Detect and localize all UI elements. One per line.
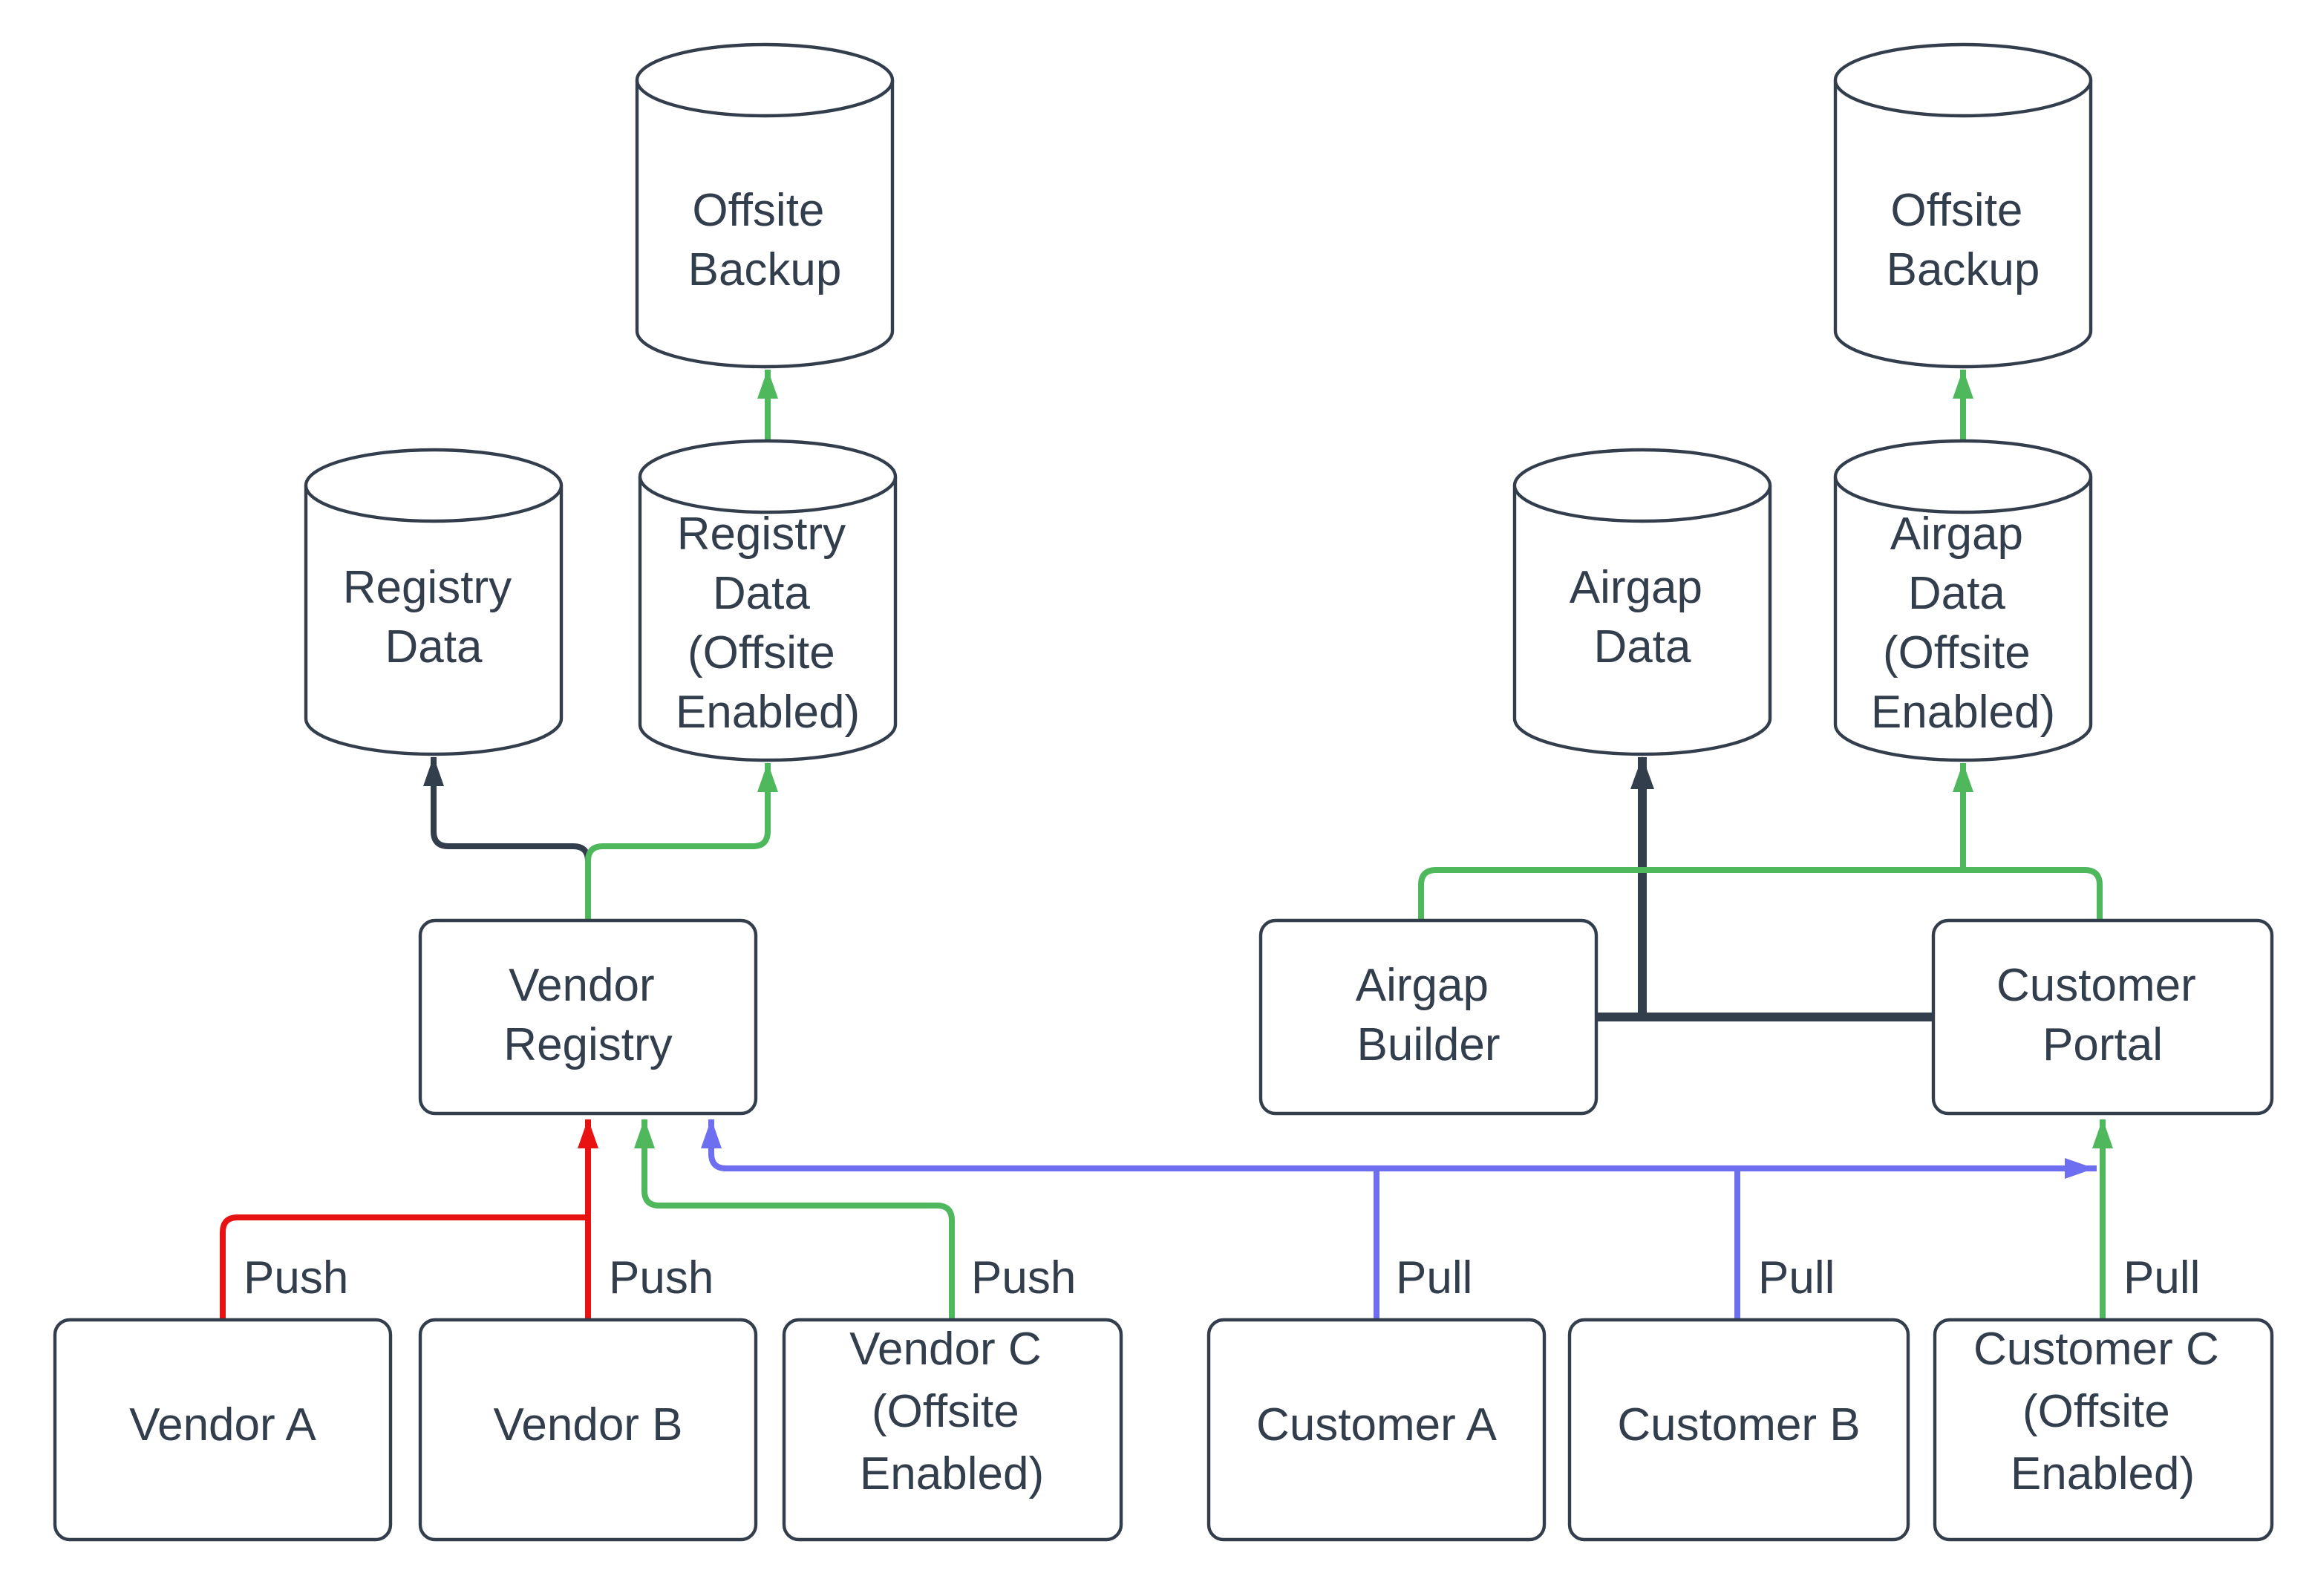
- label-line: Portal: [2042, 1019, 2163, 1070]
- edge-vendor-a-push: [220, 1214, 588, 1320]
- airgap-data-cylinder-top: [1512, 448, 1772, 523]
- vendor-b-box: [418, 1318, 758, 1542]
- offsite-backup-left-label: Offsite Backup: [688, 185, 842, 295]
- label-line: Enabled): [860, 1448, 1044, 1499]
- node-airgap-data-offsite: Airgap Data (Offsite Enabled): [1833, 439, 2093, 762]
- label-line: Data: [1908, 568, 2005, 619]
- registry-data-offsite-cylinder: [638, 477, 898, 762]
- label-line: Customer C: [1973, 1324, 2219, 1375]
- label-line: Customer: [1996, 960, 2196, 1011]
- node-vendor-registry: Vendor Registry: [418, 918, 758, 1116]
- edges: [220, 369, 2113, 1320]
- vendor-registry-box: [418, 918, 758, 1116]
- label-line: Enabled): [2011, 1448, 2195, 1499]
- customer-portal-label: Customer Portal: [1996, 960, 2209, 1070]
- label-line: Customer B: [1617, 1399, 1860, 1451]
- offsite-backup-right-cylinder: [1833, 80, 2093, 369]
- label-line: Enabled): [676, 687, 860, 738]
- registry-data-cylinder-top: [304, 448, 564, 523]
- node-registry-data-offsite: Registry Data (Offsite Enabled): [638, 439, 898, 762]
- edge-pull-bus-to-vendor-registry: [701, 1119, 2097, 1171]
- label-line: Customer A: [1256, 1399, 1498, 1451]
- airgap-data-offsite-cylinder-top: [1833, 439, 2093, 514]
- edge-vendor-registry-to-registry-data: [423, 756, 591, 920]
- offsite-backup-right-label: Offsite Backup: [1887, 185, 2040, 295]
- offsite-backup-right-cylinder-top: [1833, 42, 2093, 118]
- registry-data-offsite-label: Registry Data (Offsite Enabled): [676, 508, 860, 738]
- label-line: Data: [713, 568, 810, 619]
- pull-label-customer-b: Pull: [1758, 1252, 1835, 1304]
- node-customer-c: Customer C (Offsite Enabled): [1933, 1318, 2274, 1542]
- vendor-c-box: [782, 1318, 1123, 1542]
- node-customer-b: Customer B: [1567, 1318, 1910, 1542]
- label-line: Airgap: [1570, 562, 1702, 613]
- node-vendor-a: Vendor A: [53, 1318, 393, 1542]
- label-line: Data: [385, 621, 483, 673]
- vendor-a-box: [53, 1318, 393, 1542]
- label-line: Builder: [1357, 1019, 1500, 1070]
- label-line: Registry: [503, 1019, 672, 1070]
- label-line: Registry: [343, 562, 512, 613]
- pull-label-customer-c: Pull: [2123, 1252, 2200, 1304]
- label-line: Airgap: [1356, 960, 1489, 1011]
- customer-a-label: Customer A: [1256, 1399, 1498, 1451]
- label-line: Airgap: [1890, 508, 2023, 560]
- airgap-data-label: Airgap Data: [1570, 562, 1715, 673]
- label-line: Data: [1594, 621, 1691, 673]
- airgap-builder-box: [1258, 918, 1599, 1116]
- label-line: Vendor: [509, 960, 655, 1011]
- label-line: Backup: [688, 244, 842, 295]
- customer-c-box: [1933, 1318, 2274, 1542]
- customer-b-box: [1567, 1318, 1910, 1542]
- nodes: Offsite Backup Registry Data Registry Da…: [53, 42, 2274, 1542]
- edge-labels: Push Push Push Pull Pull Pull: [244, 1252, 2200, 1304]
- label-line: Vendor B: [493, 1399, 682, 1451]
- label-line: Offsite: [692, 185, 824, 236]
- node-vendor-b: Vendor B: [418, 1318, 758, 1542]
- label-line: (Offsite: [1883, 627, 2031, 678]
- node-customer-portal: Customer Portal: [1931, 918, 2274, 1116]
- node-offsite-backup-left: Offsite Backup: [635, 42, 895, 369]
- customer-b-label: Customer B: [1617, 1399, 1860, 1451]
- offsite-backup-left-cylinder: [635, 80, 895, 369]
- offsite-backup-left-cylinder-top: [635, 42, 895, 118]
- edge-builder-portal-green-junction: [1418, 867, 2103, 920]
- registry-data-cylinder: [304, 485, 564, 756]
- push-label-vendor-c: Push: [971, 1252, 1076, 1304]
- edge-vendor-registry-to-registry-data-offsite: [585, 762, 778, 920]
- label-line: (Offsite: [688, 627, 835, 678]
- label-line: Registry: [677, 508, 846, 560]
- airgap-data-cylinder: [1512, 485, 1772, 756]
- airgap-builder-label: Airgap Builder: [1356, 960, 1501, 1070]
- pull-label-customer-a: Pull: [1396, 1252, 1472, 1304]
- customer-a-box: [1206, 1318, 1547, 1542]
- push-label-vendor-b: Push: [609, 1252, 713, 1304]
- label-line: Offsite: [1890, 185, 2022, 236]
- airgap-data-offsite-label: Airgap Data (Offsite Enabled): [1871, 508, 2055, 738]
- node-airgap-builder: Airgap Builder: [1258, 918, 1599, 1116]
- registry-data-label: Registry Data: [343, 562, 525, 673]
- node-airgap-data: Airgap Data: [1512, 448, 1772, 756]
- push-label-vendor-a: Push: [244, 1252, 348, 1304]
- label-line: Backup: [1887, 244, 2040, 295]
- customer-portal-box: [1931, 918, 2274, 1116]
- label-line: (Offsite: [872, 1386, 1019, 1437]
- vendor-b-label: Vendor B: [493, 1399, 682, 1451]
- registry-data-offsite-cylinder-top: [638, 439, 898, 514]
- edge-vendor-c-push: [634, 1119, 955, 1320]
- label-line: (Offsite: [2022, 1386, 2170, 1437]
- label-line: Vendor A: [129, 1399, 316, 1451]
- vendor-c-label: Vendor C (Offsite Enabled): [849, 1324, 1054, 1499]
- vendor-a-label: Vendor A: [129, 1399, 316, 1451]
- node-offsite-backup-right: Offsite Backup: [1833, 42, 2093, 369]
- node-registry-data: Registry Data: [304, 448, 564, 756]
- node-vendor-c: Vendor C (Offsite Enabled): [782, 1318, 1123, 1542]
- label-line: Enabled): [1871, 687, 2055, 738]
- customer-c-label: Customer C (Offsite Enabled): [1973, 1324, 2232, 1499]
- node-customer-a: Customer A: [1206, 1318, 1547, 1542]
- airgap-data-offsite-cylinder: [1833, 477, 2093, 762]
- vendor-registry-label: Vendor Registry: [503, 960, 672, 1070]
- label-line: Vendor C: [849, 1324, 1042, 1375]
